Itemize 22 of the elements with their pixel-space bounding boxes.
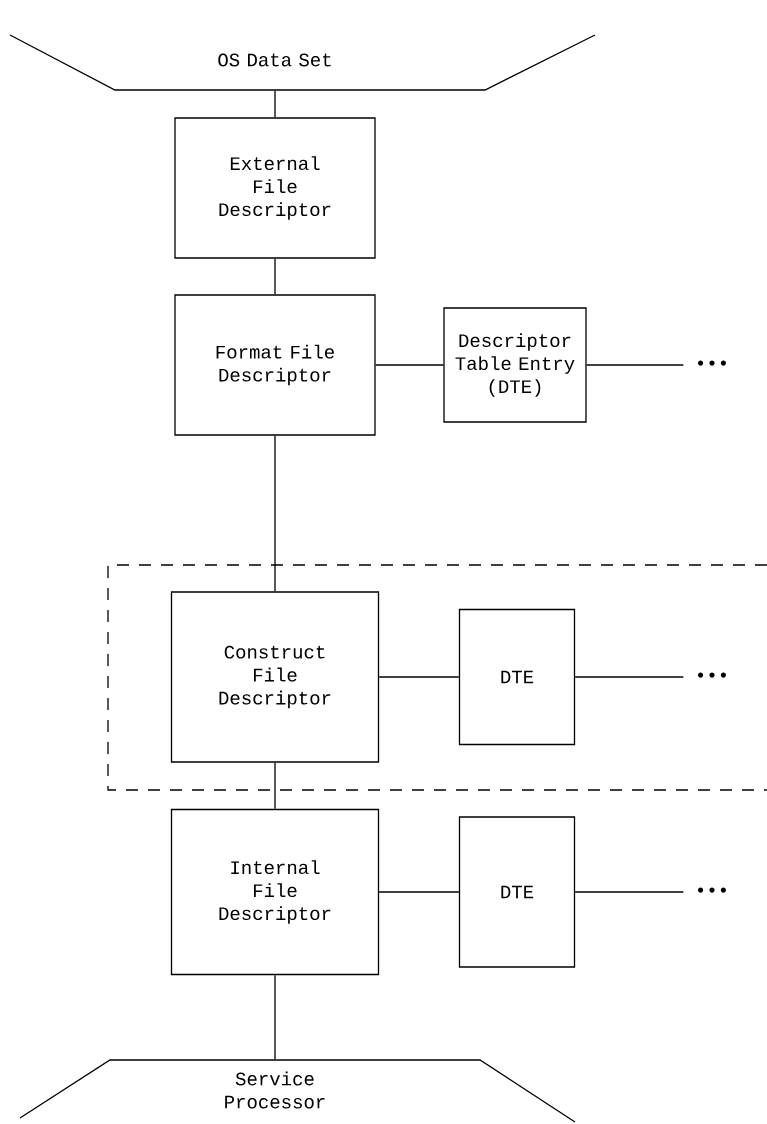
connector-line	[274, 974, 276, 1060]
connector-line	[378, 891, 460, 893]
dashed-region	[107, 564, 767, 791]
descriptor-box: Construct File Descriptor	[170, 591, 380, 763]
connector-line	[574, 676, 684, 678]
ellipsis: •••	[698, 360, 726, 366]
connector-line	[274, 258, 276, 295]
connector-line	[274, 762, 276, 810]
ellipsis: •••	[698, 672, 726, 678]
descriptor-box: Internal File Descriptor	[170, 808, 380, 976]
connector-line	[274, 90, 276, 118]
connector-line	[586, 364, 684, 366]
descriptor-box: DTE	[458, 816, 576, 968]
connector-line	[274, 435, 276, 592]
descriptor-box: External File Descriptor	[174, 117, 376, 259]
connector-line	[378, 676, 460, 678]
descriptor-box: Descriptor Table Entry (DTE)	[443, 307, 587, 423]
connector-line	[574, 891, 684, 893]
connector-line	[375, 364, 444, 366]
ellipsis: •••	[698, 887, 726, 893]
descriptor-box: Format File Descriptor	[174, 294, 376, 436]
descriptor-box: DTE	[458, 608, 576, 746]
